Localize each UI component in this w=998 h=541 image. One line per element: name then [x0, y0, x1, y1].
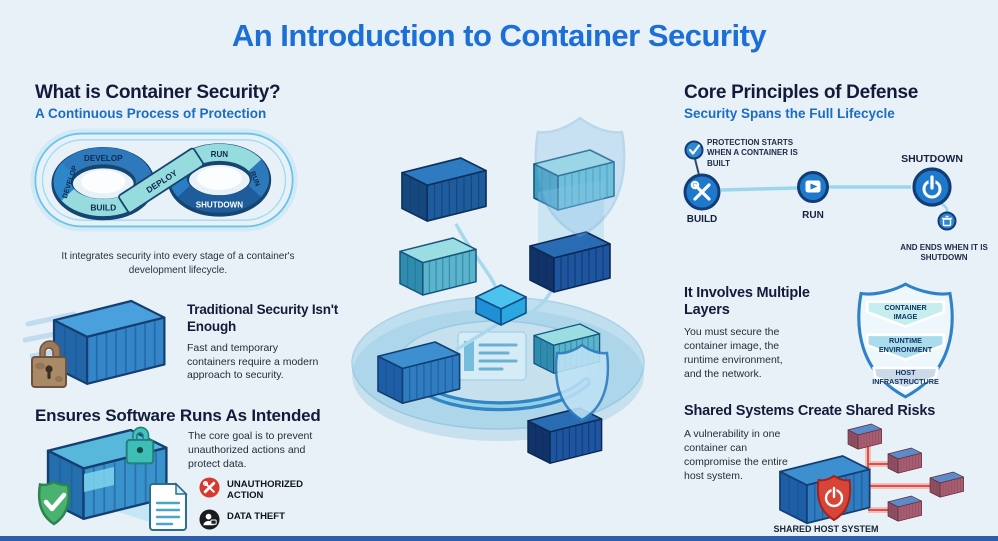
- power-icon: [922, 175, 942, 199]
- loop-label-run-top: RUN: [211, 150, 229, 159]
- vulnerability-shield-icon: [816, 474, 852, 522]
- timeline-label-shutdown: SHUTDOWN: [901, 153, 963, 165]
- timeline-end-note: AND ENDS WHEN IT IS SHUTDOWN: [900, 243, 988, 263]
- glow-outline-inner: [41, 139, 287, 221]
- loop-right-hole: [197, 166, 242, 190]
- unauthorized-action-icon: [199, 477, 220, 498]
- legend-item-unauthorized-action: UNAUTHORIZED ACTION: [199, 477, 339, 502]
- loop-label-shutdown: SHUTDOWN: [196, 201, 243, 210]
- risk-legend: UNAUTHORIZED ACTION DATA THEFT: [199, 477, 339, 537]
- shared-host-label: SHARED HOST SYSTEM: [773, 524, 879, 534]
- loop-left-hole: [80, 170, 126, 194]
- loop-deploy-ribbon: [118, 147, 204, 214]
- container-ring-hero-illustration: [351, 116, 645, 464]
- build-tools-icon: [690, 180, 711, 201]
- layer-band-runtime: [865, 333, 946, 361]
- compromised-container-2: [888, 448, 922, 474]
- layer-band-container-image: [865, 300, 946, 328]
- small-cube: [475, 284, 527, 326]
- layers-heading: It Involves Multiple Layers: [684, 285, 810, 319]
- lifecycle-infinity-loop-diagram: DEVELOP DEVELOP BUILD DEPLOY RUN RUN SHU…: [30, 128, 298, 232]
- protected-container-illustration: [37, 426, 188, 531]
- fast-container-padlock-illustration: [22, 301, 165, 388]
- traditional-security-block: Traditional Security Isn't Enough Fast a…: [187, 302, 347, 383]
- shared-heading: Shared Systems Create Shared Risks: [684, 403, 936, 419]
- legend-label: DATA THEFT: [227, 510, 285, 522]
- lifecycle-caption: It integrates security into every stage …: [61, 251, 295, 276]
- timeline-label-run: RUN: [802, 210, 824, 221]
- lifecycle-timeline: [683, 140, 957, 231]
- container-box-mid-left: [400, 238, 476, 295]
- play-icon: [810, 183, 818, 190]
- timeline-line-build-run: [720, 186, 799, 192]
- loop-label-develop-top: DEVELOP: [84, 154, 123, 163]
- timeline-label-build: BUILD: [686, 214, 718, 225]
- loop-run-side-segment: [248, 159, 269, 197]
- bottom-edge-bar: [0, 536, 998, 541]
- teal-padlock-icon: [125, 426, 155, 465]
- glow-outline-outer: [30, 128, 298, 232]
- large-shield-icon: [534, 116, 626, 238]
- padlock-icon: [31, 340, 67, 388]
- legend-item-data-theft: DATA THEFT: [199, 509, 339, 530]
- compromised-container-1: [848, 424, 882, 450]
- shared-host-illustration: [780, 424, 964, 524]
- page-title: An Introduction to Container Security: [231, 18, 767, 53]
- glow-outline-mid: [34, 132, 294, 228]
- container-window: [84, 467, 114, 492]
- traditional-body: Fast and temporary containers require a …: [187, 341, 319, 382]
- ensures-body: The core goal is to prevent unauthorized…: [188, 430, 313, 470]
- right-section-subheading: Security Spans the Full Lifecycle: [684, 106, 895, 121]
- timeline-start-note: PROTECTION STARTS WHEN A CONTAINER IS BU…: [707, 138, 798, 168]
- green-check-shield-icon: [37, 480, 71, 526]
- trash-icon: [942, 215, 952, 227]
- check-icon: [688, 144, 701, 155]
- document-icon: [149, 482, 188, 531]
- layers-body: You must secure the container image, the…: [684, 326, 783, 380]
- protection-start-badge: [684, 140, 704, 160]
- ensures-heading: Ensures Software Runs As Intended: [35, 406, 321, 425]
- shutdown-end-badge: [937, 211, 957, 231]
- left-section-subheading: A Continuous Process of Protection: [35, 106, 267, 121]
- small-shield-icon: [554, 343, 610, 422]
- shared-body: A vulnerability in one container can com…: [684, 428, 788, 482]
- layer-band-host: [872, 366, 939, 390]
- loop-label-build: BUILD: [90, 202, 116, 212]
- start-note-connector: [694, 158, 700, 176]
- left-section-heading: What is Container Security?: [35, 82, 281, 103]
- container-box-top-left: [402, 158, 486, 221]
- loop-develop-side-segment: [53, 163, 75, 201]
- ring-dashboard-panel: [457, 331, 527, 381]
- right-section-heading: Core Principles of Defense: [684, 82, 918, 103]
- traditional-heading: Traditional Security Isn't Enough: [187, 302, 339, 334]
- loop-shutdown-segment: [177, 185, 262, 213]
- compromised-container-4: [888, 496, 922, 522]
- legend-label: UNAUTHORIZED ACTION: [227, 479, 303, 502]
- data-theft-icon: [199, 509, 220, 530]
- compromised-container-3: [930, 472, 964, 498]
